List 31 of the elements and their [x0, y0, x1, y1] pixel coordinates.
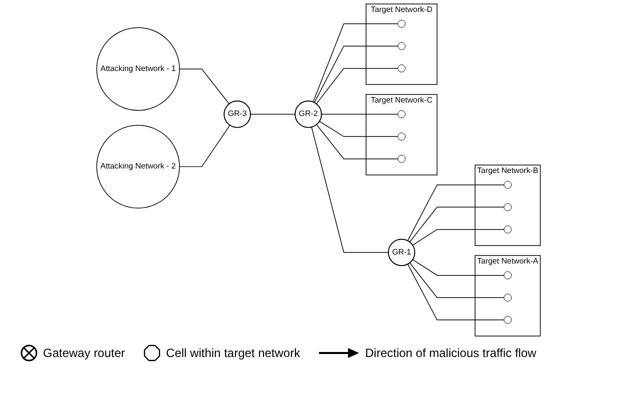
- connector: [311, 126, 389, 253]
- node-circle: [504, 316, 512, 324]
- connector: [250, 114, 296, 115]
- connector: [316, 124, 398, 160]
- node-circle: [398, 42, 406, 50]
- node-circle: [398, 64, 406, 72]
- connector: [412, 259, 504, 276]
- node-circle: [398, 154, 406, 163]
- node-circle: [504, 180, 512, 189]
- connector: [179, 68, 230, 104]
- connector: [409, 262, 504, 298]
- connector: [407, 184, 504, 242]
- legend-text: Direction of malicious traffic flow: [365, 346, 536, 360]
- connector: [412, 229, 504, 246]
- connector: [409, 206, 504, 242]
- node-circle: [504, 271, 512, 280]
- legend-text: Gateway router: [43, 346, 126, 360]
- node-circle: [398, 132, 406, 140]
- connector: [319, 120, 398, 137]
- connector: [179, 124, 230, 168]
- connector: [314, 46, 398, 103]
- connector: [321, 114, 398, 115]
- legend-text: Cell within target network: [166, 346, 300, 360]
- connector: [316, 68, 398, 104]
- node-circle: [504, 226, 512, 234]
- node-circle: [398, 110, 406, 118]
- node-circle: [398, 20, 406, 28]
- node-circle: [504, 294, 512, 302]
- node-circle: [504, 203, 512, 212]
- connector: [407, 264, 504, 320]
- connector: [312, 23, 398, 102]
